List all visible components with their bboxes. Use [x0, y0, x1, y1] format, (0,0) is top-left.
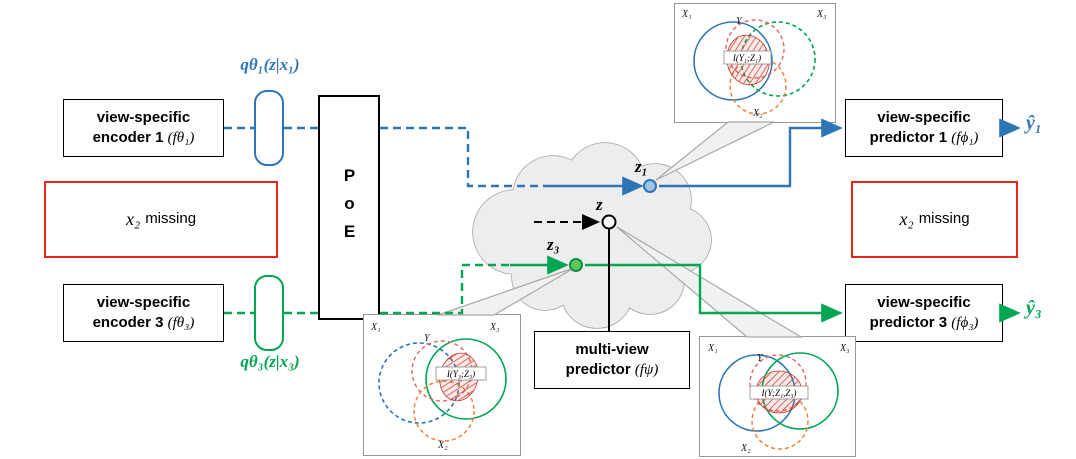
predictor-3-line1: view-specific	[877, 293, 971, 311]
venn-top-x3-label: X₃	[816, 9, 827, 20]
venn-top-mi-label: I(Y₁;Z₁)	[732, 53, 761, 63]
z1-node-label: z₁	[634, 157, 648, 176]
multiview-predictor-box: multi-view predictor (fψ)	[534, 331, 690, 389]
callout-wedge-z3	[437, 267, 575, 316]
venn-bl-y-label: Y	[424, 333, 431, 344]
x2-missing-right-var: x₂	[899, 209, 914, 230]
venn-bl-svg: I(Y₃;Z₃) X₁ Y X₃ X₂	[370, 322, 507, 451]
multiview-line1: multi-view	[575, 340, 649, 358]
x2-missing-left-var: x₂	[125, 209, 141, 230]
view1-arrow-to-predictor	[659, 118, 843, 188]
encoder-3-box: view-specific encoder 3 (fθ₃)	[63, 284, 224, 342]
venn-top-x3-circle	[740, 21, 816, 97]
predictor-3-math: (fϕ₃)	[951, 315, 979, 331]
x2-missing-left-text: missing	[145, 210, 197, 228]
encoder-3-line1: view-specific	[96, 293, 191, 311]
venn-br-x2-label: X₂	[740, 443, 751, 454]
encoder-1-output-capsule	[254, 90, 284, 166]
view3-arrow-to-predictor	[585, 263, 843, 323]
encoder-1-box: view-specific encoder 1 (fθ₁)	[63, 99, 224, 157]
venn-inset-bottom-left: I(Y₃;Z₃) X₁ Y X₃ X₂	[363, 314, 521, 456]
venn-br-mi-label: I(Y;Z₁,Z₃)	[761, 388, 797, 398]
encoder-1-math: (fθ₁)	[167, 130, 195, 146]
poe-label: PoE	[340, 165, 359, 250]
venn-bl-x2-label: X₂	[437, 440, 448, 451]
venn-bl-mi-label: I(Y₃;Z₃)	[446, 369, 475, 379]
z3-node-label: z₃	[546, 235, 560, 254]
venn-bl-x1-label: X₁	[370, 322, 381, 333]
venn-top-x1-label: X₁	[681, 9, 692, 20]
venn-br-mi-box	[749, 385, 809, 400]
encoder-3-output-capsule	[254, 275, 284, 351]
callout-wedge-z1	[655, 121, 775, 181]
predictor-1-line2: predictor 1 (fϕ₁)	[870, 128, 979, 148]
venn-top-y-label: Y	[736, 16, 743, 27]
venn-bl-mi-box	[435, 366, 487, 381]
venn-inset-top: I(Y₁;Z₁) X₁ Y X₃ X₂	[674, 3, 836, 123]
venn-top-mi-box	[723, 50, 772, 65]
encoder-1-line2: encoder 1 (fθ₁)	[93, 128, 195, 148]
z3-node	[569, 258, 583, 272]
venn-br-x2-circle	[751, 392, 809, 450]
x2-missing-box-right: x₂ missing	[851, 181, 1018, 258]
yhat1-label: ŷ₁	[1026, 112, 1042, 134]
venn-inset-bottom-right: I(Y;Z₁,Z₃) X₁ Y X₃ X₂	[699, 336, 856, 457]
venn-top-svg: I(Y₁;Z₁) X₁ Y X₃ X₂	[681, 9, 827, 119]
multiview-math: (fψ)	[634, 362, 659, 378]
latent-cloud-shape	[472, 142, 712, 329]
encoder-1-label: encoder 1	[92, 129, 164, 146]
venn-br-y-label: Y	[757, 353, 764, 364]
venn-top-x2-label: X₂	[752, 108, 763, 119]
predictor-3-line2: predictor 3 (fϕ₃)	[870, 313, 979, 333]
posterior-q1-label: qθ₁(z|x₁)	[240, 55, 300, 74]
venn-br-x3-label: X₃	[839, 343, 850, 354]
x2-missing-right-text: missing	[918, 210, 970, 228]
encoder-3-label: encoder 3	[92, 314, 164, 331]
encoder-3-line2: encoder 3 (fθ₃)	[93, 313, 195, 333]
predictor-1-math: (fϕ₁)	[951, 130, 979, 146]
predictor-3-box: view-specific predictor 3 (fϕ₃)	[845, 284, 1003, 342]
posterior-q3-label: qθ₃(z|x₃)	[240, 352, 300, 371]
venn-bl-x3-label: X₃	[489, 322, 500, 333]
multiview-label: predictor	[565, 361, 631, 378]
z-node-label: z	[595, 195, 603, 214]
venn-br-svg: I(Y;Z₁,Z₃) X₁ Y X₃ X₂	[707, 343, 850, 454]
predictor-1-box: view-specific predictor 1 (fϕ₁)	[845, 99, 1003, 157]
x2-missing-box-left: x₂ missing	[44, 181, 278, 258]
z1-node	[643, 179, 657, 193]
z-node	[601, 214, 617, 230]
encoder-1-line1: view-specific	[96, 108, 191, 126]
multiview-line2: predictor (fψ)	[566, 360, 659, 380]
predictor-1-line1: view-specific	[877, 108, 971, 126]
predictor-3-label: predictor 3	[869, 314, 948, 331]
venn-bl-x3-circle	[425, 338, 507, 420]
poe-box: PoE	[318, 95, 380, 320]
yhat3-label: ŷ₃	[1026, 297, 1042, 319]
callout-wedge-z	[616, 226, 804, 338]
venn-top-x2-circle	[729, 57, 787, 115]
venn-br-x1-label: X₁	[707, 343, 718, 354]
encoder-3-math: (fθ₃)	[167, 315, 195, 331]
predictor-1-label: predictor 1	[869, 129, 948, 146]
